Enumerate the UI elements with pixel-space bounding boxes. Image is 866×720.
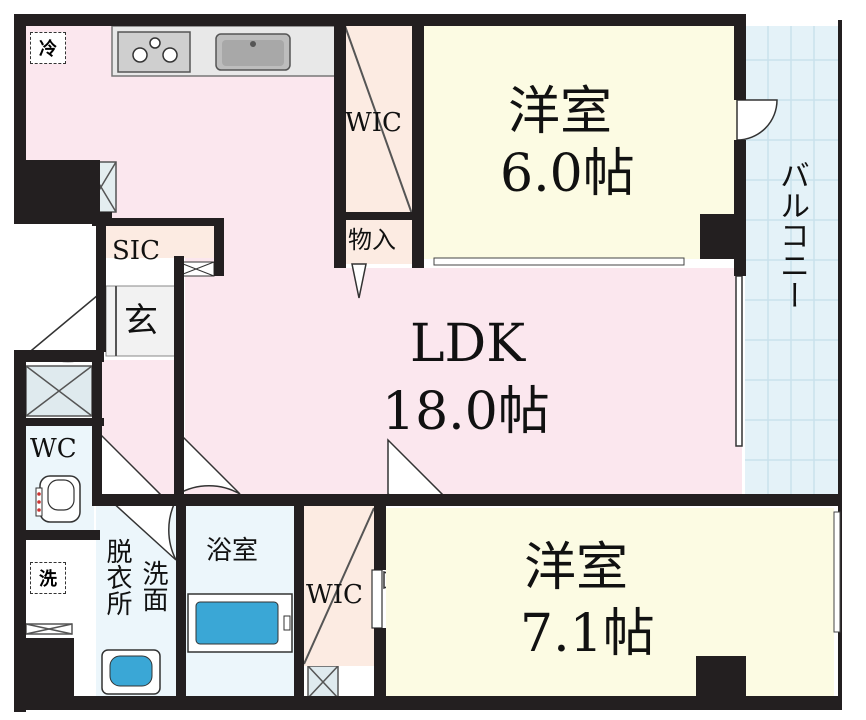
wic-bottom-label: WIC <box>306 580 363 610</box>
wic-top <box>344 25 413 299</box>
wic-top-label: WIC <box>345 108 402 138</box>
sic-area <box>104 224 215 277</box>
ldk-label: LDK <box>410 314 526 374</box>
walls <box>14 14 842 712</box>
dressing-label: 脱衣所 <box>102 538 132 616</box>
fridge-icon: 冷 <box>30 32 66 64</box>
storage-label: 物入 <box>348 226 396 254</box>
wc-label: WC <box>30 434 77 464</box>
ldk-size: 18.0帖 <box>382 382 550 442</box>
wc-room <box>26 426 94 532</box>
balcony-label: バルコニー <box>774 160 809 310</box>
bedroom-2-size: 7.1帖 <box>520 604 655 664</box>
entrance-label: 玄 <box>124 301 158 341</box>
bedroom-2-floor <box>386 508 841 696</box>
washroom-label: 洗面 <box>138 560 168 612</box>
genkan-floor <box>30 285 181 363</box>
bedroom-2-label: 洋室 <box>524 538 629 598</box>
bathroom <box>186 506 294 696</box>
bedroom-1-label: 洋室 <box>508 82 613 142</box>
kitchen-counter <box>111 25 337 77</box>
washer-icon: 洗 <box>30 562 66 594</box>
bath-label: 浴室 <box>206 536 259 566</box>
sic-label: SIC <box>112 236 160 266</box>
bedroom-1-size: 6.0帖 <box>500 144 635 204</box>
ldk-floor <box>24 26 742 494</box>
bedroom-1-floor <box>424 26 778 266</box>
